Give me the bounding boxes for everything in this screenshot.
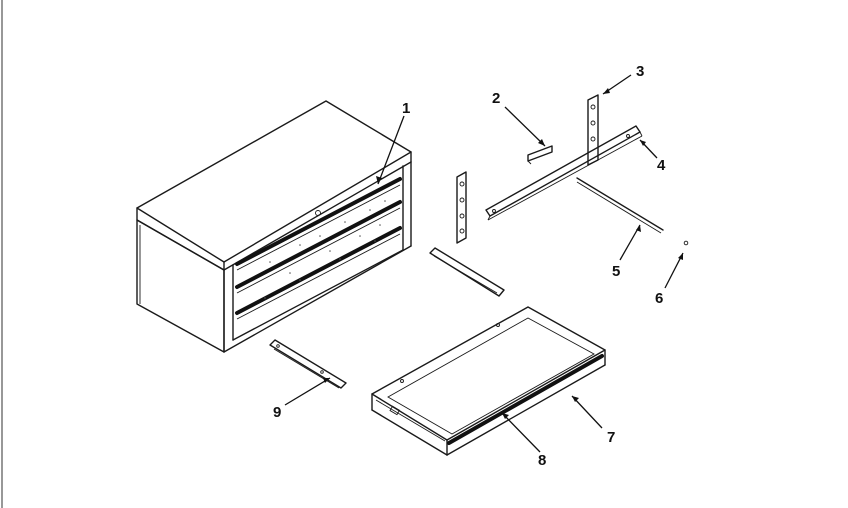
tool-chest [136,100,412,353]
callout-7: 7 [607,429,615,446]
chest-top [136,100,412,263]
screw [683,240,689,246]
long-rail [485,125,643,221]
callout-1: 1 [402,100,410,117]
rod [576,177,664,234]
chest-drawers [235,177,402,320]
chest-side [136,219,225,353]
callout-6: 6 [655,290,663,307]
drawer-tray [371,306,606,456]
callout-labels: 1 2 3 4 5 6 7 8 9 [273,63,666,469]
callout-4: 4 [657,157,666,174]
lock-icon [315,210,321,216]
callout-5: 5 [612,263,620,280]
callout-8: 8 [538,452,546,469]
leader-lines [284,74,684,453]
slide-bracket-vertical [456,171,467,244]
callout-2: 2 [492,90,500,107]
drawer-slide-left [269,339,347,389]
drawer-slide-center [429,247,505,297]
clip [527,145,553,165]
callout-9: 9 [273,404,281,421]
rear-bracket [587,94,599,166]
callout-3: 3 [636,63,644,80]
